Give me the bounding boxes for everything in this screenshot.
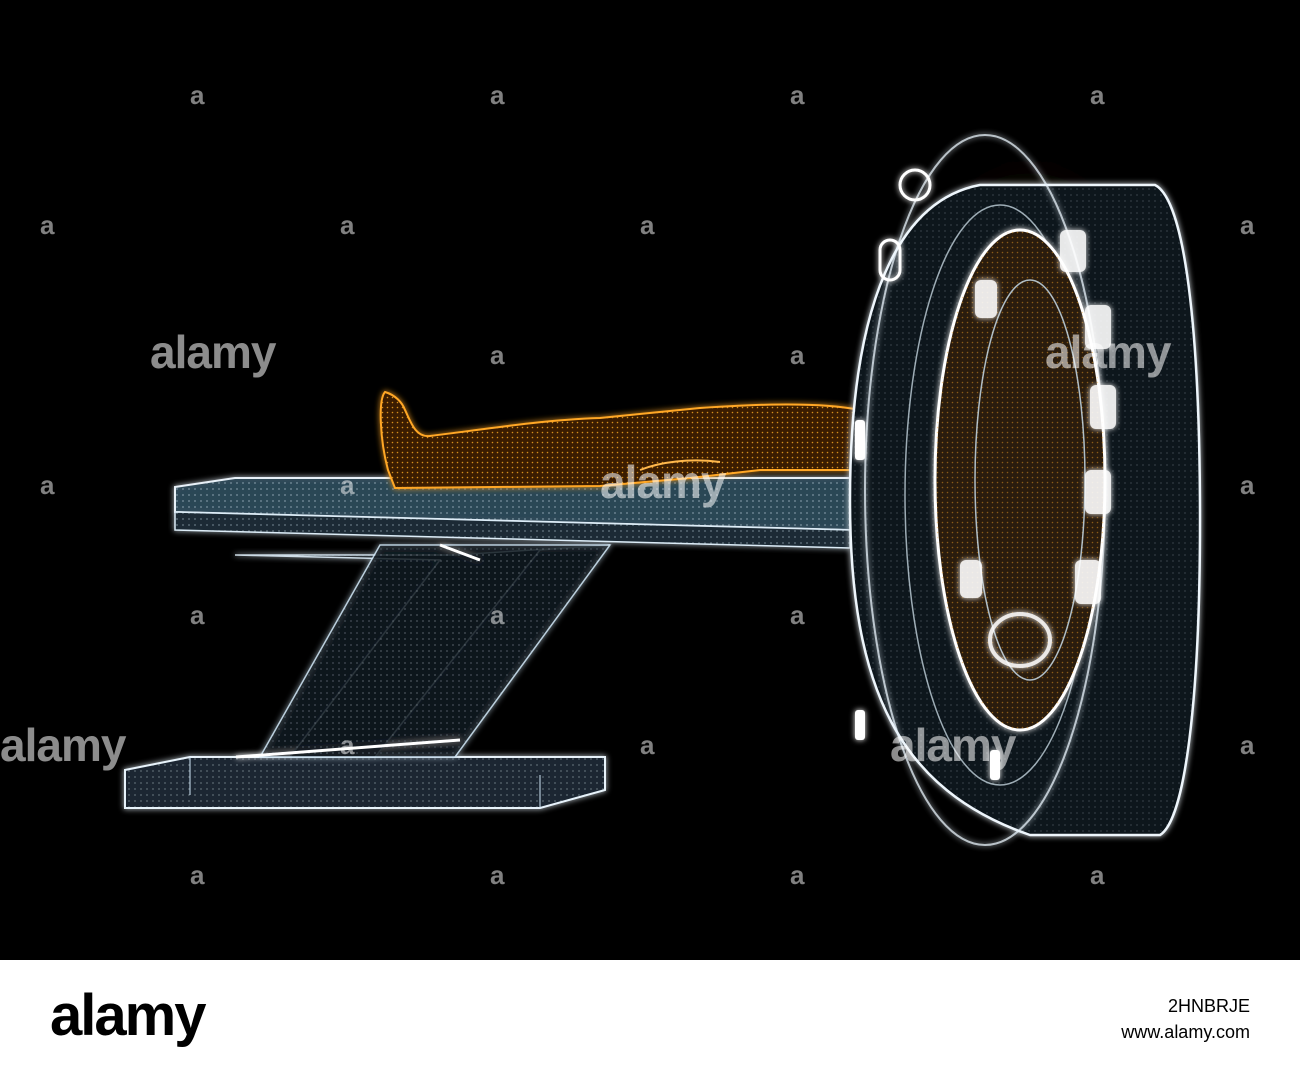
watermark-letter: a [640,730,655,760]
watermark-letter: a [190,80,205,110]
watermark-letter: a [790,600,805,630]
mri-gantry [845,130,1215,850]
watermark-letter: a [190,860,205,890]
watermark-text: alamy [0,719,126,771]
watermark-letter: a [340,730,355,760]
watermark-text: alamy [150,326,276,378]
watermark-letter: a [1240,730,1255,760]
watermark-text: alamy [600,456,726,508]
watermark-letter: a [1240,210,1255,240]
watermark-letter: a [490,340,505,370]
table-top [174,477,901,549]
watermark-letter: a [790,860,805,890]
watermark-letter: a [40,470,55,500]
watermark-letter: a [1090,80,1105,110]
footer-bar: alamy 2HNBRJE www.alamy.com [0,960,1300,1065]
table-base [124,756,606,809]
watermark-letter: a [40,210,55,240]
watermark-letter: a [790,80,805,110]
mri-scanner-illustration [124,130,1215,850]
watermark-letter: a [340,470,355,500]
watermark-letter: a [640,210,655,240]
image-id: 2HNBRJE [1167,996,1250,1016]
watermark-letter: a [340,210,355,240]
footer-url[interactable]: www.alamy.com [1121,1022,1250,1042]
watermark-letter: a [490,80,505,110]
footer-logo: alamy [50,983,206,1048]
watermark-letter: a [790,340,805,370]
watermark-letter: a [190,600,205,630]
watermark-text: alamy [890,719,1016,771]
table-legs [234,543,612,759]
watermark-letter: a [1090,860,1105,890]
watermark-text: alamy [1045,326,1171,378]
watermark-letter: a [490,600,505,630]
watermark-letter: a [1240,470,1255,500]
watermark-letter: a [490,860,505,890]
